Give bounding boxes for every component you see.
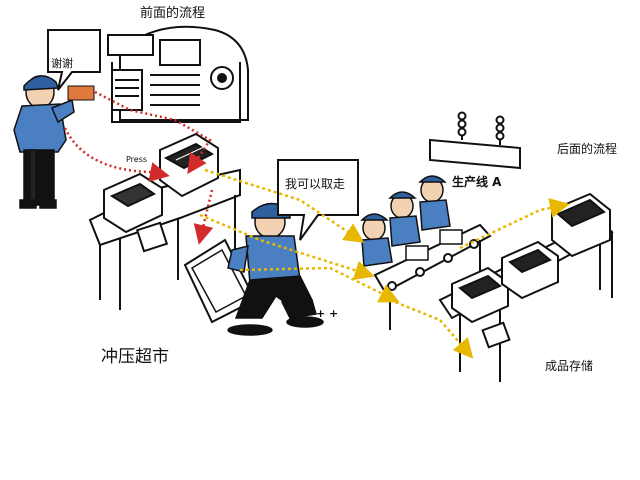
thanks-speech-bubble <box>47 29 101 91</box>
press-machine <box>107 25 249 123</box>
downstream-process-label: 后面的流程 <box>557 142 618 156</box>
runner-motion-marks: + + <box>316 307 339 320</box>
line-workers <box>360 175 463 267</box>
thanks-bubble-text: 谢谢 <box>51 57 73 70</box>
take-speech-bubble <box>277 159 359 241</box>
take-bubble-text: 我可以取走 <box>285 177 346 191</box>
kanban-flow-red <box>63 90 214 245</box>
production-line-sign <box>429 111 521 170</box>
stamping-market-label: 冲压超市 <box>101 347 169 367</box>
press-label: Press <box>126 155 148 164</box>
finished-goods-rack <box>438 192 614 382</box>
kanban-card <box>67 85 95 101</box>
material-flow-yellow <box>199 168 570 359</box>
production-line-label: 生产线 A <box>452 175 502 189</box>
finished-storage-label: 成品存储 <box>545 359 594 373</box>
supervisor-figure <box>13 75 75 209</box>
upstream-process-label: 前面的流程 <box>140 6 206 21</box>
